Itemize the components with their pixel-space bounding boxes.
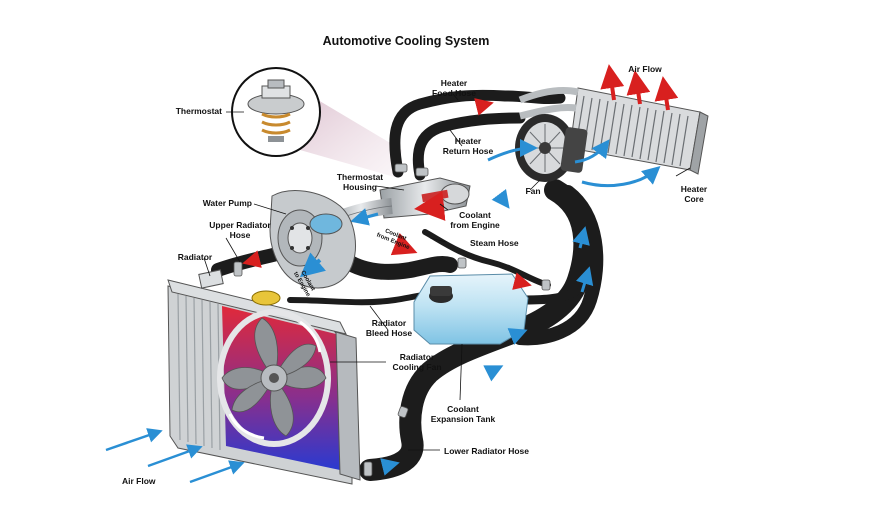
pump-lower-hose [337,252,458,280]
hose-flow-arrows [380,189,594,476]
label-steam-hose: Steam Hose [470,238,519,248]
label-thermostat-housing: Thermostat Housing [336,172,384,192]
heater-return-hose [412,112,526,181]
leader-lines [203,93,691,451]
label-lower-radiator-hose: Lower Radiator Hose [444,446,530,456]
hose-hot-arrows [242,98,532,290]
water-pump [269,190,356,289]
thermostat-callout-cone [300,100,402,178]
coolant-from-engine-arrow [414,191,446,221]
label-thermostat: Thermostat [175,106,222,116]
label-radiator-bleed-hose: Radiator Bleed Hose [365,318,413,338]
coolant-expansion-tank [413,273,529,345]
label-air-flow-bottom: Air Flow [122,476,156,486]
label-heater-core: Heater Core [680,184,708,204]
label-radiator-cooling-fan: Radiator Cooling Fan [392,352,442,372]
housing-coolant-arrow [350,208,379,226]
label-heater-food-hose: Heater Food Hose [432,78,476,98]
label-heater-return-hose: Heater Return Hose [442,136,494,156]
label-fan: Fan [525,186,541,196]
thermostat-inset [231,67,321,157]
coolant-to-engine-arrow [299,252,326,278]
diagram-title: Automotive Cooling System [322,34,490,48]
steam-arrow [390,232,418,256]
lower-radiator-hose-long [359,179,596,481]
return-hose-right [513,185,604,346]
label-coolant-from-engine: Coolant from Engine [450,210,500,230]
radiator-airflow-arrows [105,428,245,484]
heater-airflow-arrows [600,64,679,111]
label-water-pump: Water Pump [202,198,252,208]
label-upper-radiator-hose: Upper Radiator Hose [209,220,271,240]
label-coolant-expansion-tank: Coolant Expansion Tank [430,404,496,424]
blower-airflow-arrows [487,139,661,188]
label-radiator: Radiator [177,252,213,262]
hose-clamps [233,163,551,477]
blower-fan [515,114,588,182]
label-air-flow-top: Air Flow [628,64,662,74]
radiator-cooling-fan [217,309,331,447]
